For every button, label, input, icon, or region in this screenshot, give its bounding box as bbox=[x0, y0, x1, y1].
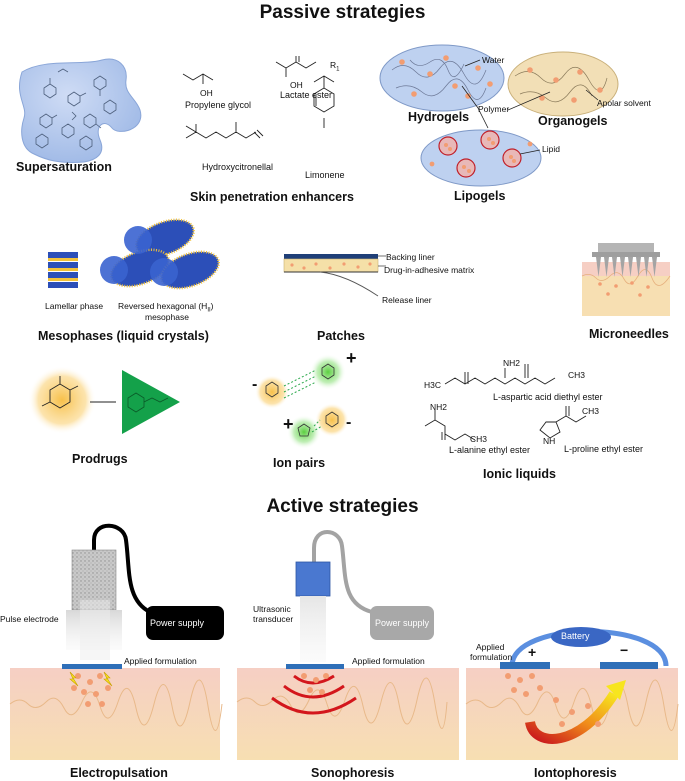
aspartic-ch3: CH3 bbox=[568, 370, 586, 380]
passive-title: Passive strategies bbox=[259, 2, 426, 23]
organogels-caption: Organogels bbox=[538, 114, 608, 128]
matrix-label: Drug-in-adhesive matrix bbox=[384, 265, 475, 275]
alanine-label: L-alanine ethyl ester bbox=[449, 445, 531, 455]
lipid-label: Lipid bbox=[542, 144, 560, 154]
alanine-ch3: CH3 bbox=[470, 434, 488, 444]
mesophases-caption: Mesophases (liquid crystals) bbox=[38, 329, 209, 343]
pulse-electrode-label: Pulse electrode bbox=[0, 614, 59, 624]
ionic-liquids-caption: Ionic liquids bbox=[483, 467, 556, 481]
applied-formulation-label-2: Applied formulation bbox=[352, 656, 425, 666]
microneedles-caption: Microneedles bbox=[589, 327, 669, 341]
aspartic-nh2: NH2 bbox=[503, 358, 521, 368]
water-label: Water bbox=[482, 55, 505, 65]
prodrugs-caption: Prodrugs bbox=[72, 452, 128, 466]
chem-r1: R1 bbox=[330, 60, 340, 73]
ion-plus-1: + bbox=[346, 348, 357, 368]
hexagonal-label-2: mesophase bbox=[145, 312, 189, 322]
enhancers-caption: Skin penetration enhancers bbox=[190, 190, 354, 204]
active-title: Active strategies bbox=[266, 496, 419, 517]
applied-formulation-label-1: Applied formulation bbox=[124, 656, 197, 666]
lipogels-caption: Lipogels bbox=[454, 189, 506, 203]
iontophoresis-applied-2: formulation bbox=[470, 652, 513, 662]
hydroxycitronellal-label: Hydroxycitronellal bbox=[202, 162, 274, 172]
polymer-label: Polymer bbox=[478, 104, 510, 114]
power-supply-label-2[interactable]: Power supply bbox=[375, 618, 430, 628]
lactate-ester-label: Lactate ester bbox=[280, 90, 333, 100]
aspartic-label: L-aspartic acid diethyl ester bbox=[493, 392, 603, 402]
anode-plus: + bbox=[528, 644, 537, 660]
backing-liner-label: Backing liner bbox=[386, 252, 435, 262]
patches-caption: Patches bbox=[317, 329, 365, 343]
transducer-label-1: Ultrasonic bbox=[253, 604, 291, 614]
sonophoresis-caption: Sonophoresis bbox=[311, 766, 395, 780]
electropulsation-caption: Electropulsation bbox=[70, 766, 168, 780]
apolar-solvent-label: Apolar solvent bbox=[597, 98, 651, 108]
aspartic-h3c: H3C bbox=[424, 380, 442, 390]
ion-plus-2: + bbox=[283, 414, 294, 434]
power-supply-label-1[interactable]: Power supply bbox=[150, 618, 205, 628]
chem-oh-2: OH bbox=[290, 80, 303, 90]
ion-pairs-caption: Ion pairs bbox=[273, 456, 326, 470]
iontophoresis-applied-1: Applied bbox=[476, 642, 505, 652]
battery-label: Battery bbox=[561, 631, 590, 641]
cathode-minus: − bbox=[620, 642, 629, 658]
release-liner-label: Release liner bbox=[382, 295, 432, 305]
proline-ch3: CH3 bbox=[582, 406, 600, 416]
proline-nh: NH bbox=[543, 436, 556, 446]
propylene-glycol-label: Propylene glycol bbox=[185, 100, 252, 110]
lamellar-label: Lamellar phase bbox=[45, 301, 104, 311]
ion-minus-2: - bbox=[346, 414, 352, 431]
hexagonal-label-1: Reversed hexagonal (HII) bbox=[118, 301, 214, 314]
ion-minus-1: - bbox=[252, 376, 258, 393]
chem-oh-1: OH bbox=[200, 88, 213, 98]
proline-label: L-proline ethyl ester bbox=[564, 444, 644, 454]
supersaturation-caption: Supersaturation bbox=[16, 160, 112, 174]
iontophoresis-caption: Iontophoresis bbox=[534, 766, 617, 780]
hydrogels-caption: Hydrogels bbox=[408, 110, 470, 124]
transducer-label-2: transducer bbox=[253, 614, 294, 624]
alanine-nh2: NH2 bbox=[430, 402, 448, 412]
limonene-label: Limonene bbox=[305, 170, 345, 180]
